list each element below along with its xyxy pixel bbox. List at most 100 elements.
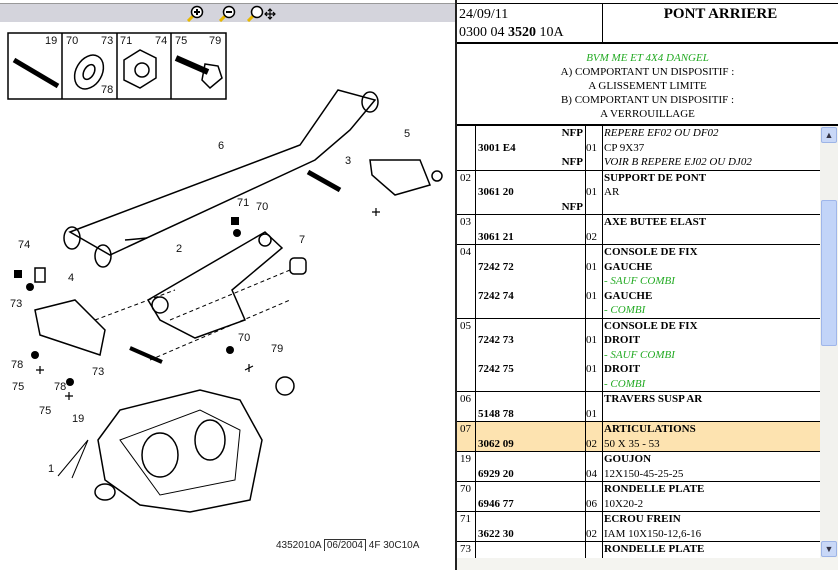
applicability-description: BVM ME ET 4X4 DANGEL A) COMPORTANT UN DI…: [457, 44, 838, 126]
part-description: AXE BUTEE ELAST: [604, 216, 707, 228]
callout: 78: [11, 359, 24, 371]
callout: 1: [48, 463, 55, 475]
variant-label: BVM ME ET 4X4 DANGEL: [586, 52, 709, 64]
part-reference: 3061 20: [478, 186, 514, 198]
repere-number: 70: [460, 483, 471, 495]
part-reference: 6929 20: [478, 467, 514, 480]
inset-label: 71: [120, 35, 133, 47]
part-description: CP 9X37: [604, 141, 645, 154]
part-description: GAUCHE: [604, 260, 653, 273]
part-description: - COMBI: [604, 304, 646, 316]
inset-label: 79: [209, 35, 222, 47]
callout: 19: [72, 413, 85, 425]
quantity: 02: [586, 527, 597, 540]
header: 24/09/11 0300 04 3520 10A PONT ARRIERE: [457, 3, 838, 44]
exploded-parts-diagram: [7, 32, 443, 513]
inset-label: 74: [155, 35, 168, 47]
callout: 7: [299, 234, 306, 246]
scroll-down-button[interactable]: ▼: [821, 541, 837, 557]
repere-number: 05: [460, 319, 471, 332]
part-reference: 5148 78: [478, 407, 514, 420]
diagram-date: 06/2004: [323, 539, 366, 551]
quantity: 01: [586, 141, 597, 154]
callout: 73: [10, 298, 23, 310]
page-title: PONT ARRIERE: [663, 6, 778, 22]
part-description: TRAVERS SUSP AR: [604, 393, 703, 405]
part-reference: 7242 75: [478, 363, 514, 375]
repere-number: 02: [460, 171, 471, 184]
inset-label: 19: [45, 35, 58, 47]
part-reference: 3622 30: [478, 527, 514, 540]
callout: 3: [345, 155, 352, 167]
quantity: 01: [586, 363, 597, 375]
inset-label: 70: [66, 35, 79, 47]
callout: 71: [237, 197, 250, 209]
catalog-code: 0300 04 3520 10A: [459, 25, 564, 40]
inset-label: 73: [101, 35, 114, 47]
part-reference: 7242 74: [478, 289, 514, 302]
repere-number: 04: [460, 246, 471, 258]
callout: 5: [404, 128, 411, 140]
part-description: 10X20-2: [604, 497, 644, 510]
part-reference: 3061 21: [478, 230, 514, 243]
diagram-pane: 19 70 73 78 71 74 75 79 6 3 5 71 70 2 7 …: [0, 3, 455, 551]
part-description: GAUCHE: [604, 289, 653, 302]
part-description: - SAUF COMBI: [604, 275, 675, 287]
part-description: 50 X 35 - 53: [604, 437, 660, 450]
repere-number: 71: [460, 513, 471, 525]
quantity: 01: [586, 186, 597, 198]
description-line: A) COMPORTANT UN DISPOSITIF :: [560, 66, 735, 78]
repere-number: 07: [460, 423, 471, 435]
callout: 79: [271, 343, 284, 355]
zoom-out-icon[interactable]: [218, 5, 236, 22]
scroll-up-button[interactable]: ▲: [821, 127, 837, 143]
diagram-reference: 4352010A 06/2004 4F 30C10A: [276, 539, 419, 551]
description-line: A GLISSEMENT LIMITE: [588, 80, 707, 92]
callout: 4: [68, 272, 75, 284]
quantity: 04: [586, 467, 597, 480]
nfp-flag: NFP: [561, 127, 583, 139]
pane-divider[interactable]: [455, 0, 457, 570]
part-reference: 7242 73: [478, 334, 514, 346]
parts-pane: 24/09/11 0300 04 3520 10A PONT ARRIERE B…: [457, 0, 838, 570]
quantity: 01: [586, 289, 597, 302]
repere-number: 73: [460, 543, 471, 555]
repere-number: 03: [460, 216, 471, 228]
part-reference: 3062 09: [478, 437, 514, 450]
part-description: RONDELLE PLATE: [604, 483, 705, 495]
scrollbar[interactable]: ▲ ▼: [820, 126, 838, 558]
description-line: B) COMPORTANT UN DISPOSITIF :: [560, 94, 735, 106]
description-line: A VERROUILLAGE: [600, 108, 695, 120]
part-description: CONSOLE DE FIX: [604, 246, 698, 258]
part-description: RONDELLE PLATE: [604, 543, 705, 555]
callout: 70: [256, 201, 269, 213]
catalog-date: 24/09/11: [459, 7, 509, 22]
callout: 70: [238, 332, 251, 344]
part-description: 12X150-45-25-25: [604, 467, 684, 480]
inset-label: 75: [175, 35, 188, 47]
part-description: VOIR B REPERE EJ02 OU DJ02: [604, 156, 752, 168]
scroll-thumb[interactable]: [821, 200, 837, 346]
zoom-in-icon[interactable]: [186, 5, 204, 22]
callout: 2: [176, 243, 183, 255]
repere-number: 06: [460, 393, 471, 405]
nfp-flag: NFP: [561, 156, 583, 168]
part-description: SUPPORT DE PONT: [604, 171, 707, 184]
part-description: CONSOLE DE FIX: [604, 319, 698, 332]
quantity: 01: [586, 260, 597, 273]
zoom-pan-icon[interactable]: [246, 5, 276, 22]
callout: 78: [54, 381, 67, 393]
callout: 75: [12, 381, 25, 393]
